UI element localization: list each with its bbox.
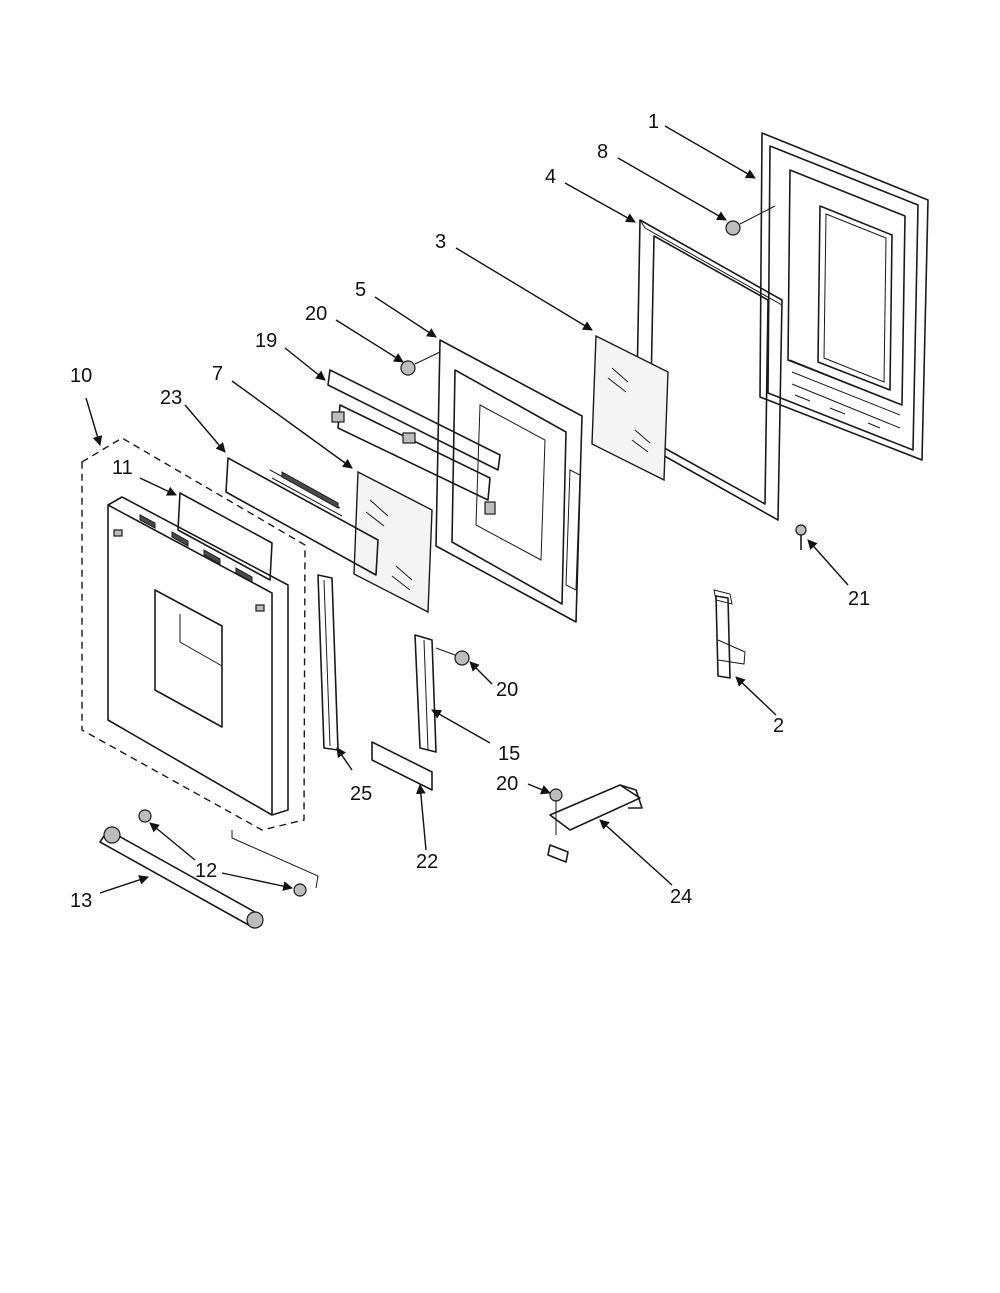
callout-19: 19 [255, 330, 277, 352]
part-1-inner-door-panel [759, 132, 929, 461]
callout-20-lower: 20 [496, 773, 518, 795]
callout-4: 4 [545, 166, 556, 188]
callout-21: 21 [848, 588, 870, 610]
part-21-screw [795, 524, 807, 550]
part-8-screw [725, 205, 776, 236]
callout-24: 24 [670, 886, 692, 908]
part-20-screw-upper [400, 351, 441, 376]
part-12-handle-screws [138, 809, 319, 897]
callout-8: 8 [597, 141, 608, 163]
part-20-screw-middle [435, 647, 470, 666]
callout-11: 11 [112, 457, 133, 479]
part-5-door-liner [435, 339, 583, 623]
callout-13: 13 [70, 890, 92, 912]
part-24-hinge-arm [547, 784, 643, 863]
leader-lines [85, 125, 849, 894]
callout-25: 25 [350, 783, 372, 805]
callout-15: 15 [498, 743, 520, 765]
part-11-insulation [177, 492, 273, 581]
part-25-side-trim [317, 574, 339, 751]
callout-7: 7 [212, 363, 223, 385]
callout-1: 1 [648, 111, 659, 133]
part-20-screw-lower [549, 788, 563, 835]
part-10-outer-door-assembly [81, 437, 306, 831]
part-19-baffle [327, 369, 501, 501]
part-23-vent-panel [225, 457, 379, 576]
part-22-trim-strip [371, 741, 433, 791]
part-3-glass [591, 334, 669, 482]
callout-3: 3 [435, 231, 446, 253]
callout-2: 2 [773, 715, 784, 737]
callout-labels: 1 8 4 3 5 20 19 7 23 10 11 21 2 20 15 20… [70, 111, 870, 912]
part-13-door-handle [99, 826, 264, 929]
callout-22: 22 [416, 851, 438, 873]
callout-12: 12 [195, 860, 217, 882]
callout-23: 23 [160, 387, 182, 409]
callout-5: 5 [355, 279, 366, 301]
part-2-hinge [713, 589, 746, 679]
callout-10: 10 [70, 365, 92, 387]
callout-20-middle: 20 [496, 679, 518, 701]
part-7-glass [353, 470, 433, 614]
callout-20-upper: 20 [305, 303, 327, 325]
part-15-bracket [414, 634, 437, 753]
